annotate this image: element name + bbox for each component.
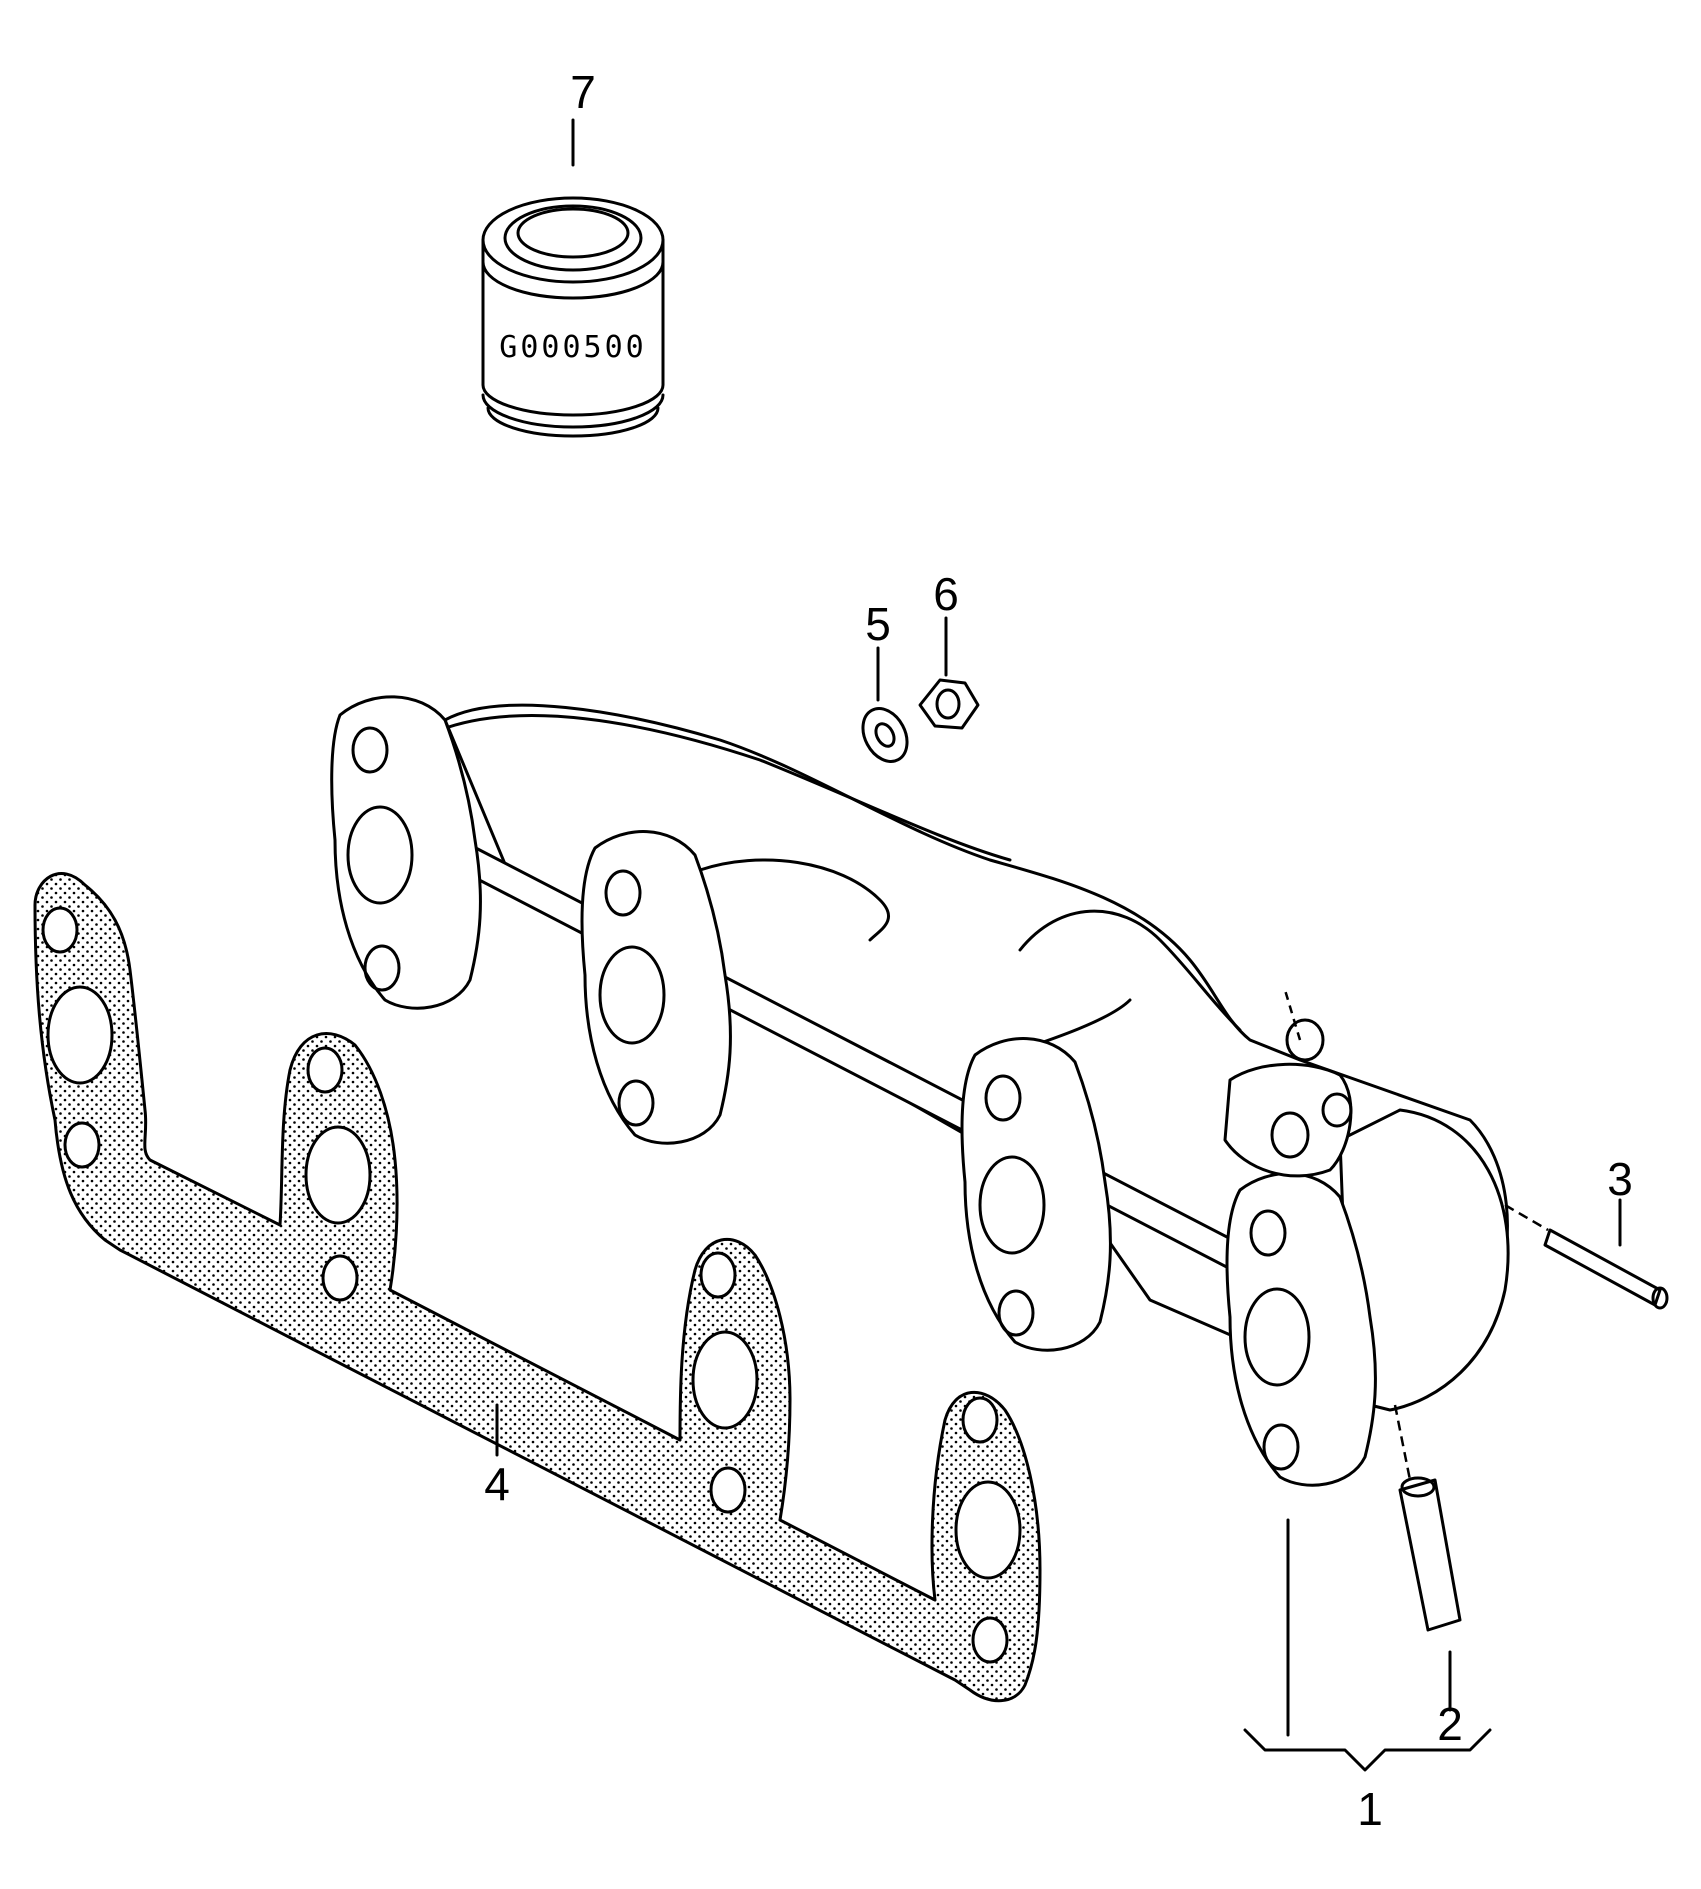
part-3-stud <box>1504 1198 1669 1310</box>
callout-7: 7 <box>570 66 596 118</box>
callout-4: 4 <box>484 1458 510 1510</box>
callout-6: 6 <box>933 568 959 620</box>
part-2-stud <box>1393 1404 1462 1712</box>
part-marking-label: G000500 <box>499 330 646 365</box>
part-6-nut <box>918 616 980 730</box>
callout-5: 5 <box>865 598 891 650</box>
part-5-washer <box>861 646 909 763</box>
part-1-bracket <box>1243 1728 1492 1772</box>
part-7-cylinder: G000500 <box>481 118 665 438</box>
callout-3: 3 <box>1607 1153 1633 1205</box>
part-4-gasket <box>33 872 1042 1703</box>
part-1-exhaust-manifold <box>330 695 1510 1737</box>
callout-1: 1 <box>1357 1783 1383 1835</box>
callout-2: 2 <box>1437 1698 1463 1750</box>
